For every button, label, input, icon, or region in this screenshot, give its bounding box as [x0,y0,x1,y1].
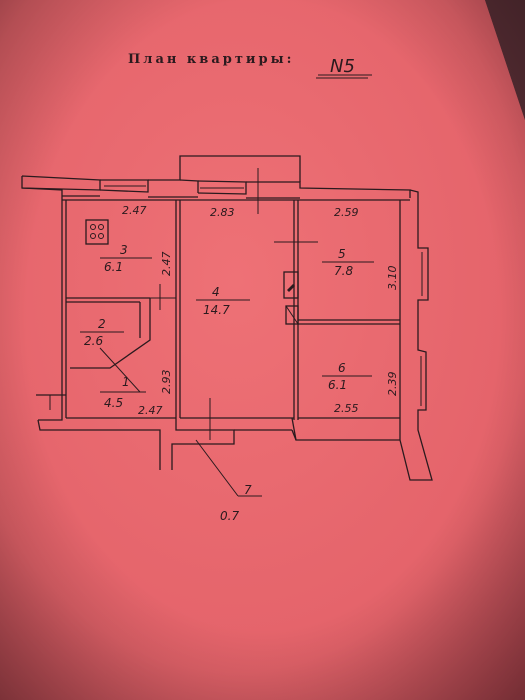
room-1-label: 1 4.5 [99,347,146,410]
room-5-label: 5 7.8 [322,247,374,278]
svg-text:7.8: 7.8 [334,264,353,278]
svg-text:0.7: 0.7 [220,509,239,523]
svg-text:14.7: 14.7 [203,303,230,317]
chimney-icon [283,271,299,299]
svg-text:4: 4 [212,285,220,299]
plan-number: N5 [330,56,355,77]
svg-text:5: 5 [338,247,346,261]
dim-room3-height: 2.47 [160,252,173,277]
svg-text:6.1: 6.1 [104,260,123,274]
svg-text:6.1: 6.1 [328,378,347,392]
room-3-label: 3 6.1 [100,243,152,274]
dim-room5-height: 3.10 [386,266,399,291]
svg-text:2.6: 2.6 [84,334,103,348]
dim-room6-width: 2.55 [334,402,359,415]
room-7-label: 7 0.7 [195,439,262,523]
dim-room4-width: 2.83 [210,206,235,219]
svg-text:4.5: 4.5 [104,396,123,410]
room-2-label: 2 2.6 [80,317,124,348]
svg-text:1: 1 [122,375,130,389]
ventilation-icon [285,305,299,325]
room-4-label: 4 14.7 [196,285,250,317]
room-6-label: 6 6.1 [322,361,372,392]
svg-text:3: 3 [120,243,128,257]
dim-room3-width: 2.47 [122,204,147,217]
dim-room6-height: 2.39 [386,372,399,397]
plan-title: План квартиры: [128,52,294,67]
dim-room4-height: 2.93 [160,370,173,395]
stove-icon [85,219,109,245]
outer-walls [21,155,433,481]
svg-text:6: 6 [338,361,346,375]
svg-text:2: 2 [98,317,106,331]
dim-room1-width: 2.47 [138,404,163,417]
svg-text:7: 7 [244,483,252,497]
dim-room5-width: 2.59 [334,206,359,219]
